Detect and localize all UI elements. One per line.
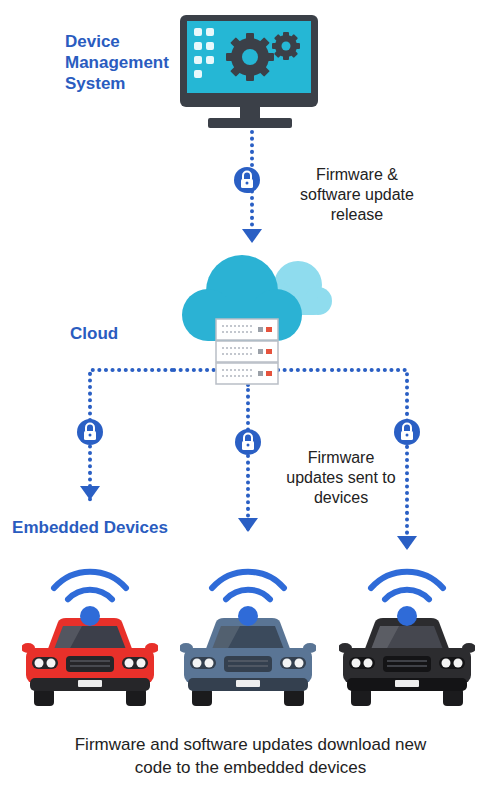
node-heading: Device Management System [65,31,177,94]
car-device-drawing [179,572,317,706]
dotted-connector [246,390,250,532]
management-monitor-art [180,12,320,132]
management-monitor: Device Management System [180,12,320,132]
car-device-drawing [21,572,159,706]
car-device-art [22,568,158,706]
diagram-caption: Firmware and software updates download n… [60,733,441,779]
management-monitor-drawing [180,15,318,128]
car-device-drawing [338,572,476,706]
edge-label: Firmware updates sent to devices [281,448,401,508]
node-heading: Cloud [70,323,140,344]
car-device-art [339,568,475,706]
dotted-connector [250,132,254,243]
dotted-connector [332,370,407,550]
car-device [180,532,316,706]
car-device: Embedded Devices [22,500,158,706]
lock-icon [235,429,261,455]
car-device-art [180,568,316,706]
cloud-server-art [172,243,332,390]
edge-label: Firmware & software update release [295,165,419,225]
lock-icon [77,419,103,445]
lock-icon [234,167,260,193]
cloud-server: Cloud [172,243,332,390]
cloud-server-drawing [174,255,332,389]
car-device [339,550,475,706]
dotted-connector [90,370,172,500]
lock-icon [394,419,420,445]
node-heading: Embedded Devices [10,517,170,538]
